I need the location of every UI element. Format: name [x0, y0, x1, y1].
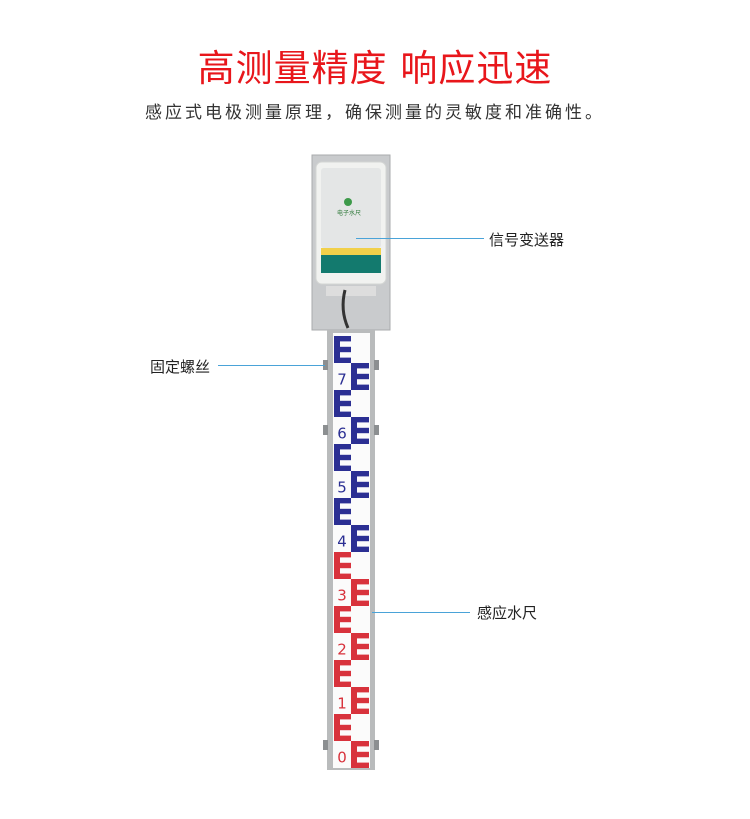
callout-gauge: 感应水尺	[477, 604, 538, 622]
gauge-number: 1	[337, 695, 347, 713]
signal-transmitter: 电子水尺	[315, 161, 387, 329]
e-mark	[334, 336, 351, 363]
e-mark	[351, 633, 369, 660]
fixing-screw	[323, 360, 328, 370]
gauge-number: 5	[337, 479, 347, 497]
gauge-number: 7	[337, 371, 347, 389]
e-mark	[351, 741, 369, 768]
e-mark	[351, 687, 369, 714]
fixing-screw	[323, 425, 328, 435]
gauge-number: 4	[337, 533, 347, 551]
fixing-screw	[323, 740, 328, 750]
callout-line-screws	[218, 365, 325, 366]
fixing-screw	[374, 740, 379, 750]
e-mark	[334, 606, 351, 633]
page-title: 高测量精度 响应迅速	[197, 47, 553, 90]
gauge-number: 6	[337, 425, 347, 443]
brand-logo: 电子水尺	[337, 209, 361, 217]
gauge-number: 3	[337, 587, 347, 605]
e-mark	[334, 390, 351, 417]
e-mark	[351, 471, 369, 498]
page-subtitle: 感应式电极测量原理，确保测量的灵敏度和准确性。	[145, 103, 605, 123]
callout-line-gauge	[372, 612, 470, 613]
fixing-screw	[374, 360, 379, 370]
fixing-screw	[374, 425, 379, 435]
gauge-number: 0	[337, 749, 347, 767]
e-mark	[334, 714, 351, 741]
e-mark	[351, 525, 369, 552]
e-mark	[334, 498, 351, 525]
e-mark	[351, 417, 369, 444]
callout-transmitter: 信号变送器	[489, 231, 565, 249]
callout-line-transmitter	[356, 238, 484, 239]
e-mark	[351, 579, 369, 606]
gauge-number: 2	[337, 641, 347, 659]
e-mark	[334, 660, 351, 687]
callout-screws: 固定螺丝	[150, 358, 211, 376]
e-mark	[334, 552, 351, 579]
e-mark	[351, 363, 369, 390]
e-mark	[334, 444, 351, 471]
